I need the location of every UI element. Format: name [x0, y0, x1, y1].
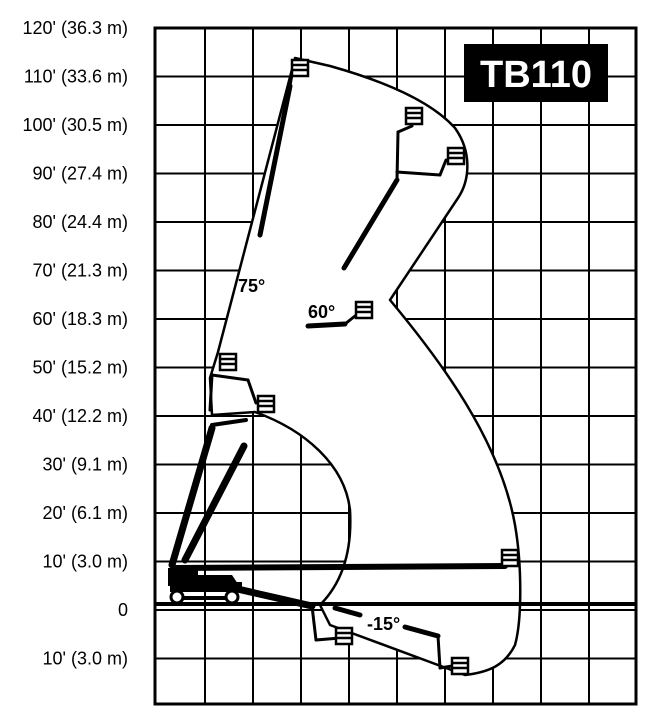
platform-basket	[450, 656, 470, 676]
y-axis-label: 60' (18.3 m)	[33, 309, 128, 329]
y-axis-label: 90' (27.4 m)	[33, 164, 128, 184]
y-axis-label: 100' (30.5 m)	[23, 115, 129, 135]
model-label: TB110	[480, 54, 592, 96]
platform-basket	[290, 58, 310, 78]
y-axis-label: 10' (3.0 m)	[43, 552, 128, 572]
model-badge	[464, 44, 608, 102]
y-axis-label: 110' (33.6 m)	[24, 67, 128, 87]
platform-baskets	[218, 58, 520, 676]
y-axis-label: 20' (6.1 m)	[43, 503, 128, 523]
machine-chassis	[168, 568, 242, 605]
y-axis-label: 120' (36.3 m)	[23, 18, 129, 38]
platform-basket	[446, 146, 466, 166]
y-axis-label: 10' (3.0 m)	[43, 649, 128, 669]
y-axis-label: 70' (21.3 m)	[33, 261, 128, 281]
platform-basket	[354, 300, 374, 320]
angle-label-neg15: -15°	[367, 614, 400, 634]
y-axis-label: 80' (24.4 m)	[33, 212, 128, 232]
wheel-rear	[224, 589, 240, 605]
wheel-front	[169, 589, 185, 605]
platform-basket	[218, 352, 238, 372]
platform-basket	[334, 626, 354, 646]
angle-label-60: 60°	[308, 302, 335, 322]
y-axis-labels: 120' (36.3 m) 110' (33.6 m) 100' (30.5 m) 9…	[23, 18, 129, 669]
angle-label-75: 75°	[238, 276, 265, 296]
platform-basket	[256, 394, 276, 414]
y-axis-label: 50' (15.2 m)	[33, 358, 128, 378]
platform-basket	[404, 106, 424, 126]
working-envelope	[208, 56, 522, 677]
y-axis-label: 40' (12.2 m)	[33, 406, 128, 426]
platform-basket	[500, 548, 520, 568]
y-axis-label: 30' (9.1 m)	[43, 455, 128, 475]
y-axis-label: 0	[118, 600, 128, 620]
